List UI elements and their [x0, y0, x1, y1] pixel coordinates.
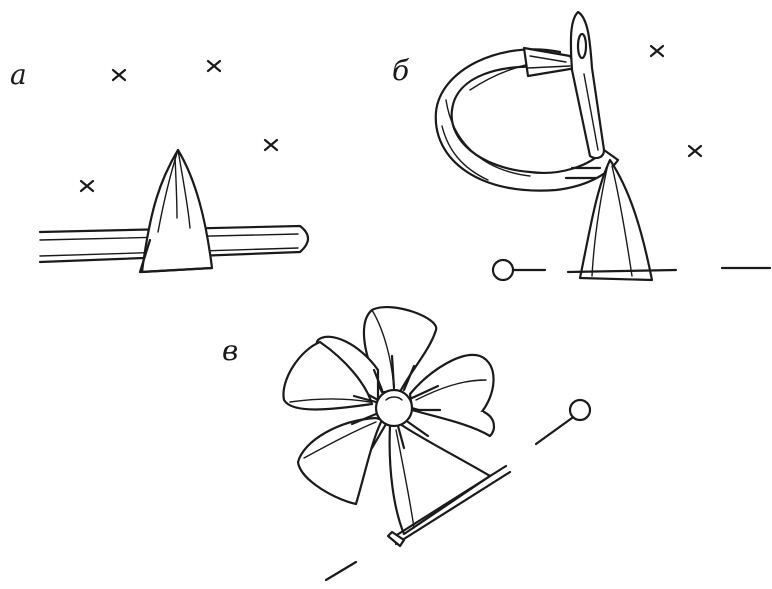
stitch-dash	[326, 562, 356, 580]
cross-mark	[208, 61, 220, 71]
panel-c: в	[222, 307, 590, 580]
panel-a: а	[10, 58, 308, 272]
pin	[536, 400, 590, 444]
needle	[571, 12, 604, 158]
petal	[298, 418, 382, 504]
panel-b: б	[392, 12, 770, 280]
panel-a-label: а	[10, 58, 27, 91]
cross-mark	[689, 146, 701, 156]
pin	[493, 260, 545, 280]
cross-mark	[651, 46, 663, 56]
cross-mark	[113, 70, 125, 80]
cross-mark	[265, 140, 277, 150]
cross-mark	[81, 181, 93, 191]
panel-b-label: б	[392, 54, 410, 87]
folded-ribbon-cone	[566, 160, 652, 280]
folded-ribbon	[140, 150, 212, 272]
flower-center-bead	[376, 390, 412, 426]
panel-b-cross-marks	[651, 46, 701, 156]
flower	[283, 307, 493, 534]
panel-c-label: в	[222, 334, 238, 367]
